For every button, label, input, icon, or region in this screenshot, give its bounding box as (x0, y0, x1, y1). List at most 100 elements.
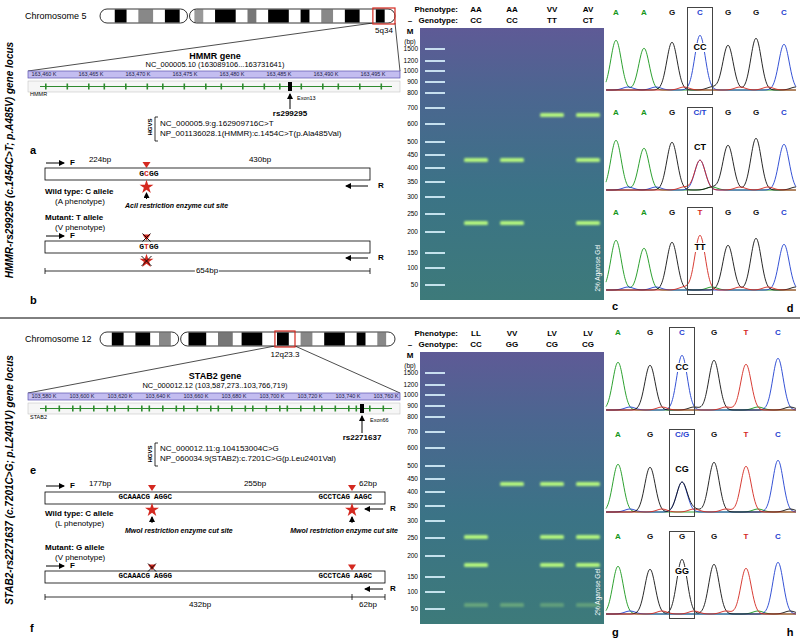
chromosome-band (194, 10, 203, 23)
lane-header: AA (506, 6, 518, 14)
base-call: G (753, 9, 759, 17)
exon (279, 84, 281, 90)
exon (107, 406, 109, 412)
cut-arrow (152, 517, 153, 523)
lane-header: CT (583, 17, 594, 25)
ladder-band (425, 608, 445, 610)
exon (197, 406, 199, 412)
lane-header: CC (470, 17, 482, 25)
ladder-band (425, 141, 445, 143)
ruler-tick: 103,700 K (259, 394, 284, 400)
ruler-tick: 103,720 K (297, 394, 322, 400)
dna-band (576, 113, 600, 117)
ladder-size: 800 (407, 414, 418, 421)
band-name: 5q34 (374, 27, 394, 35)
ladder-band (425, 123, 445, 125)
lane-header: CC (506, 17, 518, 25)
exon (125, 84, 127, 90)
primer-label: F (70, 482, 75, 490)
base-call: C/T (694, 109, 707, 117)
ladder-band (425, 92, 445, 94)
trace-line (606, 40, 796, 90)
lane-header: VV (507, 330, 518, 338)
genotype-box: CCC (687, 7, 713, 95)
ladder-size: 350 (407, 179, 418, 186)
base-call: G (725, 109, 731, 117)
zoom-line (395, 23, 400, 71)
exon (264, 84, 266, 90)
genotype-box: CCC (669, 327, 695, 415)
hgvs-bracket (155, 443, 158, 466)
chromosome-outline (100, 332, 179, 346)
exon (231, 406, 233, 412)
cut-arrow (146, 193, 147, 199)
base-call: T (744, 329, 749, 337)
ladder-band (425, 81, 445, 83)
chromosome-ideogram (100, 331, 395, 347)
chromosome-band (377, 333, 386, 346)
chromosome-band (301, 333, 313, 346)
exon (162, 84, 164, 90)
ladder-size: 50 (411, 282, 418, 289)
lane-header: LV (583, 330, 593, 338)
trace-line (606, 235, 796, 290)
chromosome-band (215, 10, 236, 23)
exon (383, 406, 385, 412)
ladder-band (425, 372, 445, 374)
sequence-text: GCCTCAG (318, 573, 350, 581)
lane-header: Genotype: (418, 17, 458, 25)
gene-name: STAB2 gene (188, 372, 242, 381)
exon (72, 406, 74, 412)
target-exon (360, 404, 364, 413)
amplicon-box (45, 168, 370, 180)
dna-band (540, 563, 564, 567)
primer-arrow (46, 566, 64, 567)
exon (359, 84, 361, 90)
lane-header: VV (547, 6, 558, 14)
base-call: C (781, 109, 787, 117)
exon (321, 406, 323, 412)
ladder-band (425, 394, 445, 396)
ladder-band (425, 48, 445, 50)
genotype-box: C/GCG (669, 429, 695, 517)
ladder-band (425, 167, 445, 169)
genotype-box: GGG (669, 531, 695, 619)
trace-line (606, 462, 796, 512)
ruler-tick: 163,470 K (125, 72, 150, 78)
phenotype-label: (V phenotype) (55, 554, 105, 562)
amplicon-box (45, 241, 370, 253)
chromosome-outline (190, 9, 396, 23)
ruler-bar (28, 393, 400, 400)
ladder-size: 150 (407, 574, 418, 581)
gene-model (40, 86, 392, 87)
primer-label: F (70, 159, 75, 167)
base-call: C (781, 9, 787, 17)
cut-site-marker (348, 485, 356, 491)
enzyme-star (145, 503, 159, 516)
base-call: G (753, 209, 759, 217)
dna-band (464, 563, 488, 567)
genotype-label: CT (693, 143, 707, 152)
gene-track (28, 81, 400, 92)
allele-label: Mutant: G allele (45, 544, 105, 552)
gel-note: 2% Agarose Gel (595, 245, 602, 292)
fragment-size: 432bp (189, 601, 211, 609)
exon (381, 84, 383, 90)
exon (301, 84, 303, 90)
ladder-size: 450 (407, 476, 418, 483)
exon (45, 406, 47, 412)
snp-arrow (290, 94, 291, 109)
ladder-band (425, 431, 445, 433)
ladder-size: 800 (407, 90, 418, 97)
ruler-tick: 163,465 K (78, 72, 103, 78)
fragment-size: 177bp (89, 480, 111, 488)
hgvs-label: HGVS (147, 118, 153, 135)
base-call: G (647, 431, 653, 439)
genotype-label: GG (674, 567, 690, 576)
panel-separator (0, 318, 800, 319)
ladder-band (425, 416, 445, 418)
dna-band (576, 563, 600, 567)
trace-line (606, 160, 796, 190)
primer-arrow (365, 589, 383, 590)
ladder-size: 900 (407, 79, 418, 86)
